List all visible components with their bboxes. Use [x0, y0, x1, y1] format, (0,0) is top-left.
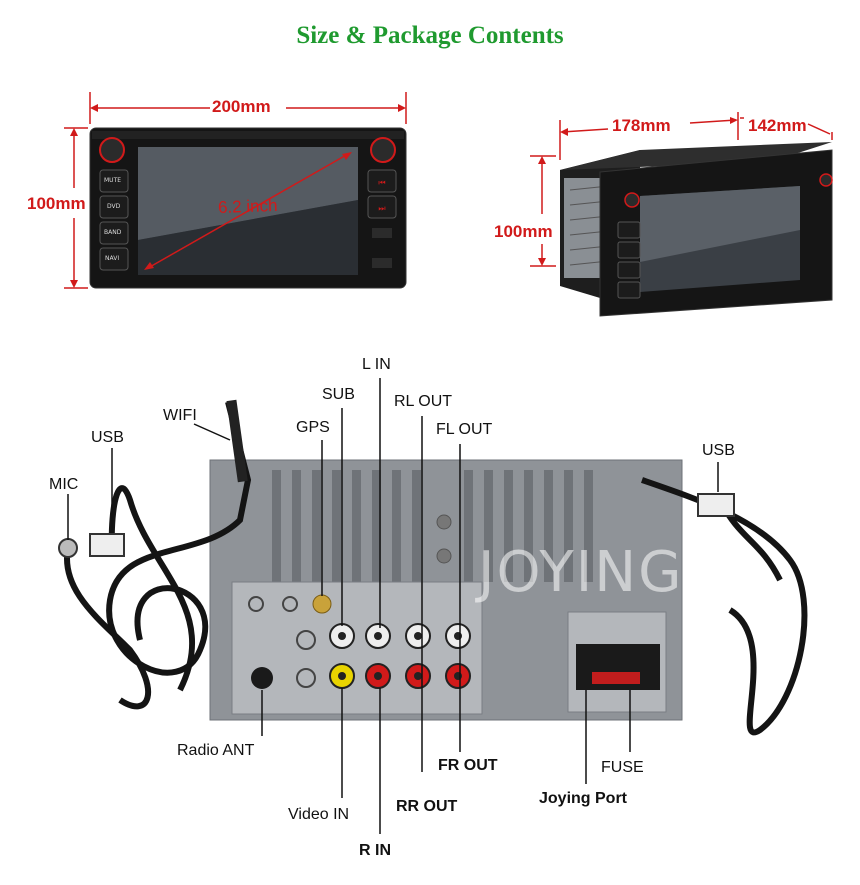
side-view-unit [560, 142, 833, 317]
front-dimension-lines [64, 92, 407, 289]
usb-plug-left [89, 533, 125, 557]
side-width-label: 178mm [612, 116, 671, 135]
svg-text:⏭: ⏭ [378, 204, 385, 213]
fl-out-label: FL OUT [436, 421, 493, 438]
page-title: Size & Package Contents [296, 22, 564, 49]
radio-ant-label: Radio ANT [177, 742, 255, 759]
svg-text:⏮: ⏮ [378, 178, 385, 187]
usb-left-label: USB [91, 429, 124, 446]
side-height-label: 100mm [494, 222, 553, 241]
mic-plug [58, 538, 78, 558]
mute-button-label: MUTE [104, 177, 122, 184]
r-in-label: R IN [359, 842, 391, 859]
front-view-unit: ⏮ ⏭ [89, 127, 407, 289]
rl-out-label: RL OUT [394, 393, 453, 410]
wifi-antenna [226, 399, 248, 483]
front-width-label: 200mm [212, 97, 271, 116]
l-in-label: L IN [362, 356, 391, 373]
wifi-label: WIFI [163, 407, 197, 424]
video-in-label: Video IN [288, 806, 350, 823]
front-height-label: 100mm [27, 194, 86, 213]
joying-port-label: Joying Port [539, 790, 628, 807]
gps-label: GPS [296, 419, 330, 436]
fr-out-label: FR OUT [438, 757, 498, 774]
brand-watermark: JOYING [478, 540, 684, 605]
mic-label: MIC [49, 476, 79, 493]
band-button-label: BAND [104, 229, 122, 236]
usb-plug-right [697, 493, 735, 517]
side-depth-label: 142mm [748, 116, 807, 135]
fuse-label: FUSE [601, 759, 644, 776]
navi-button-label: NAVI [105, 255, 120, 262]
sub-label: SUB [322, 386, 355, 403]
side-dimension-lines [530, 112, 833, 267]
screen-size-label: 6.2 inch [217, 195, 278, 218]
rear-panel [209, 459, 683, 721]
dvd-button-label: DVD [107, 203, 121, 210]
leader-lines [67, 378, 719, 834]
rr-out-label: RR OUT [396, 798, 458, 815]
usb-right-label: USB [702, 442, 735, 459]
